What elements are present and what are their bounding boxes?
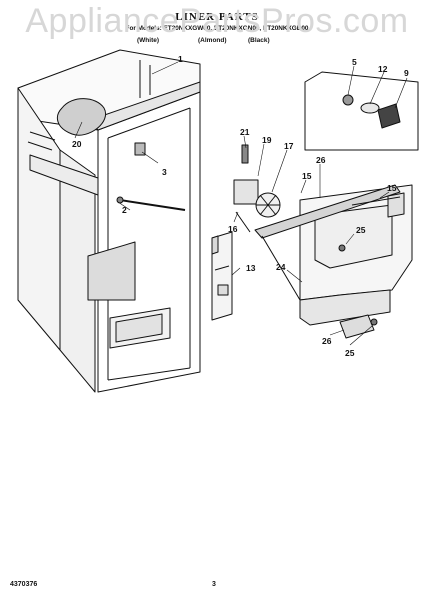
shelf-panel-part13	[211, 231, 233, 321]
callout-17: 17	[284, 141, 294, 151]
callout-9: 9	[404, 68, 409, 78]
document-number: 4370376	[10, 581, 38, 588]
callout-20: 20	[72, 139, 82, 149]
light-assembly	[304, 71, 419, 151]
color-white: (White)	[137, 37, 160, 44]
fan-assembly	[233, 144, 281, 233]
callout-16: 16	[228, 224, 238, 234]
page-number: 3	[212, 581, 216, 588]
callout-19: 19	[262, 135, 272, 145]
callout-26-top: 26	[316, 155, 326, 165]
diagram-title: LINER PARTS	[175, 11, 259, 23]
color-almond: (Almond)	[198, 37, 227, 44]
callout-24: 24	[276, 262, 286, 272]
liner-assembly	[17, 49, 201, 393]
callout-21: 21	[240, 127, 250, 137]
callout-12: 12	[378, 64, 388, 74]
callout-15-left: 15	[302, 171, 312, 181]
color-black: (Black)	[248, 37, 270, 44]
callout-25-lower: 25	[345, 348, 355, 358]
callout-13: 13	[246, 263, 256, 273]
callout-25-upper: 25	[356, 225, 366, 235]
callout-labels: 1 20 3 2 13 5 12 9 21 19 17 26 15 15 16 …	[72, 54, 409, 358]
callout-5: 5	[352, 57, 357, 67]
callout-3: 3	[162, 167, 167, 177]
callout-1: 1	[178, 54, 183, 64]
callout-26-bottom: 26	[322, 336, 332, 346]
air-duct-panel	[254, 184, 413, 339]
model-list: For Models: ET20NKXGW00, ET20NKXGN00, ET…	[125, 25, 309, 32]
leader-lines	[74, 61, 408, 346]
callout-15-right: 15	[387, 183, 397, 193]
callout-2: 2	[122, 205, 127, 215]
